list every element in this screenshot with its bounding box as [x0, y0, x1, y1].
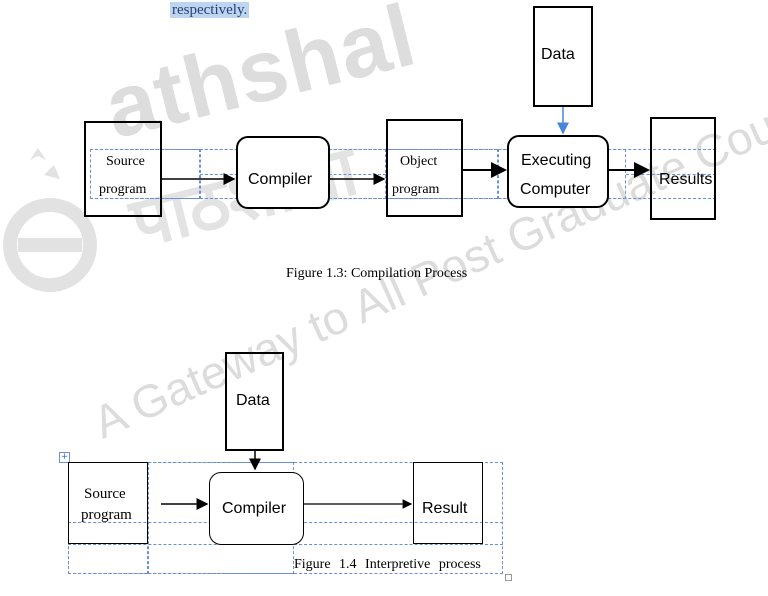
object-program-box: [386, 119, 463, 217]
figure-caption: Figure 1.3: Compilation Process: [286, 266, 468, 281]
result-label: Result: [422, 500, 468, 517]
compiler-label: Compiler: [222, 500, 287, 517]
source-label-line2: program: [81, 507, 132, 523]
highlighted-text: respectively.: [170, 2, 250, 18]
flow-arrows: [162, 107, 650, 185]
object-label-line1: Object: [400, 154, 438, 169]
compiler-label: Compiler: [248, 171, 313, 188]
data-label: Data: [236, 392, 270, 409]
executing-computer-box: [507, 135, 609, 208]
results-label: Results: [659, 171, 713, 188]
data-label: Data: [541, 46, 575, 63]
data-box: [225, 352, 284, 451]
exec-label-line2: Computer: [520, 181, 591, 198]
results-box: [650, 117, 716, 220]
source-label-line1: Source: [84, 486, 126, 502]
source-label-line2: program: [99, 182, 147, 197]
table-resize-handle-icon[interactable]: [505, 574, 512, 581]
text-line: respectively.: [170, 1, 250, 19]
data-box: [533, 6, 593, 107]
source-program-box: [84, 121, 162, 217]
result-box: [413, 462, 483, 544]
table-move-handle-icon[interactable]: +: [59, 452, 70, 463]
object-label-line2: program: [392, 182, 440, 197]
source-program-box: [68, 462, 148, 544]
compiler-box: [236, 136, 330, 209]
exec-label-line1: Executing: [521, 152, 592, 169]
figure-caption: Figure 1.4 Interpretive process: [294, 557, 481, 572]
source-label-line1: Source: [106, 154, 145, 169]
compiler-box: [209, 472, 304, 545]
